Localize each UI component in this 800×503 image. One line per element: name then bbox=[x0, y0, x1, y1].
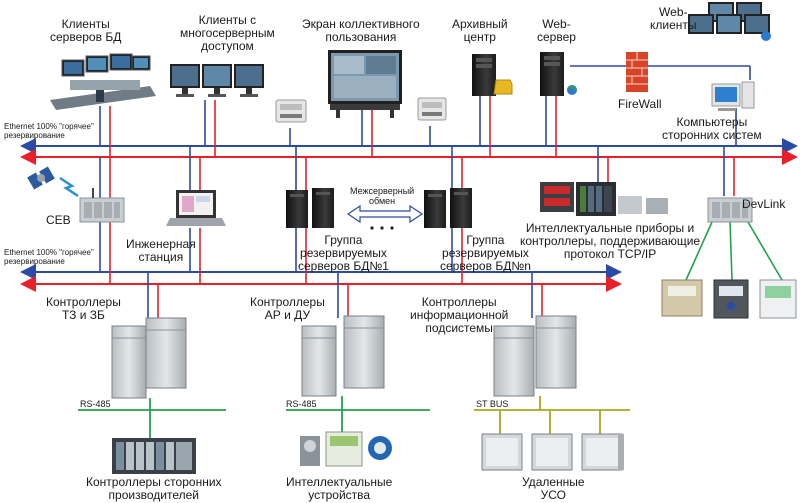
label-web-server: Web- сервер bbox=[537, 17, 576, 44]
devlink-device-icon bbox=[707, 197, 753, 223]
label-web-clients: Web- клиенты bbox=[650, 5, 697, 32]
firewall-icon bbox=[626, 52, 648, 92]
meter-icon bbox=[661, 279, 703, 317]
archive-server-icon bbox=[472, 54, 513, 96]
devlink-connections bbox=[685, 221, 783, 281]
label-remote-uso: Удаленные УСО bbox=[522, 475, 585, 502]
server-group-1-icon bbox=[286, 188, 334, 228]
label-multiserver-clients: Клиенты с многосерверным доступом bbox=[180, 13, 275, 53]
label-ethernet-middle: Ethernet 100% "горячее" резервирование bbox=[4, 248, 94, 266]
multiserver-monitors-icon bbox=[170, 64, 264, 97]
printer-icon bbox=[275, 99, 307, 123]
label-sev: СЕВ bbox=[46, 213, 71, 227]
third-party-computer-icon bbox=[711, 81, 755, 111]
printer-icon bbox=[417, 97, 447, 121]
server-group-n-icon bbox=[424, 188, 472, 228]
middle-connections bbox=[99, 146, 735, 284]
web-clients-monitors-icon bbox=[688, 2, 771, 41]
smart-devices-tcp-icon bbox=[540, 182, 668, 216]
label-server-group-1: Группа резервируемых серверов БД№1 bbox=[298, 233, 389, 273]
top-connections bbox=[99, 65, 751, 157]
label-third-party-computers: Компьютеры сторонних систем bbox=[662, 115, 762, 142]
field-buses bbox=[78, 396, 630, 438]
label-firewall: FireWall bbox=[618, 97, 662, 111]
control-room-desk-icon bbox=[50, 53, 156, 110]
controller-cabinet-info-icon bbox=[493, 315, 577, 397]
label-db-clients: Клиенты серверов БД bbox=[50, 17, 122, 44]
label-archive-center: Архивный центр bbox=[452, 17, 508, 44]
label-rs485-middle: RS-485 bbox=[286, 399, 317, 409]
controller-cabinet-ar-icon bbox=[301, 315, 385, 397]
label-controllers-info: Контроллеры информационной подсистемы bbox=[410, 295, 509, 335]
label-third-party-controllers: Контроллеры сторонних производителей bbox=[86, 475, 222, 502]
controller-cabinet-tz-icon bbox=[111, 317, 187, 399]
ethernet-bus-top bbox=[20, 138, 798, 165]
satellite-icon bbox=[27, 166, 55, 190]
ethernet-bus-middle bbox=[20, 264, 622, 292]
label-inter-server-exchange: Межсерверный обмен bbox=[350, 186, 415, 206]
web-server-icon bbox=[540, 52, 577, 96]
label-stbus: ST BUS bbox=[476, 399, 509, 409]
inter-server-exchange-arrow-icon bbox=[346, 204, 424, 230]
signal-icon bbox=[59, 176, 79, 198]
lower-connections bbox=[147, 272, 543, 318]
meter-icon bbox=[759, 279, 797, 319]
group-display-screen-icon bbox=[328, 50, 402, 118]
smart-field-devices-icon bbox=[300, 431, 392, 467]
remote-uso-cabinets-icon bbox=[481, 433, 624, 471]
label-server-group-n: Группа резервируемых серверов БД№n bbox=[440, 233, 531, 273]
label-smart-devices-tcp: Интеллектуальные приборы и контроллеры, … bbox=[520, 221, 701, 261]
label-controllers-tz: Контроллеры ТЗ и ЗБ bbox=[46, 295, 121, 322]
label-ethernet-top: Ethernet 100% "горячее" резервирование bbox=[4, 122, 94, 140]
label-engineering-station: Инженерная станция bbox=[126, 237, 196, 264]
third-party-controllers-icon bbox=[112, 438, 196, 474]
label-rs485-left: RS-485 bbox=[80, 399, 111, 409]
label-smart-devices: Интеллектуальные устройства bbox=[286, 475, 393, 502]
sev-device-icon bbox=[79, 188, 125, 223]
label-group-screen: Экран коллективного пользования bbox=[302, 17, 420, 44]
label-devlink: DevLink bbox=[742, 197, 786, 211]
laptop-icon bbox=[166, 190, 226, 226]
label-controllers-ar: Контроллеры АР и ДУ bbox=[250, 295, 325, 322]
meter-icon bbox=[713, 279, 749, 319]
